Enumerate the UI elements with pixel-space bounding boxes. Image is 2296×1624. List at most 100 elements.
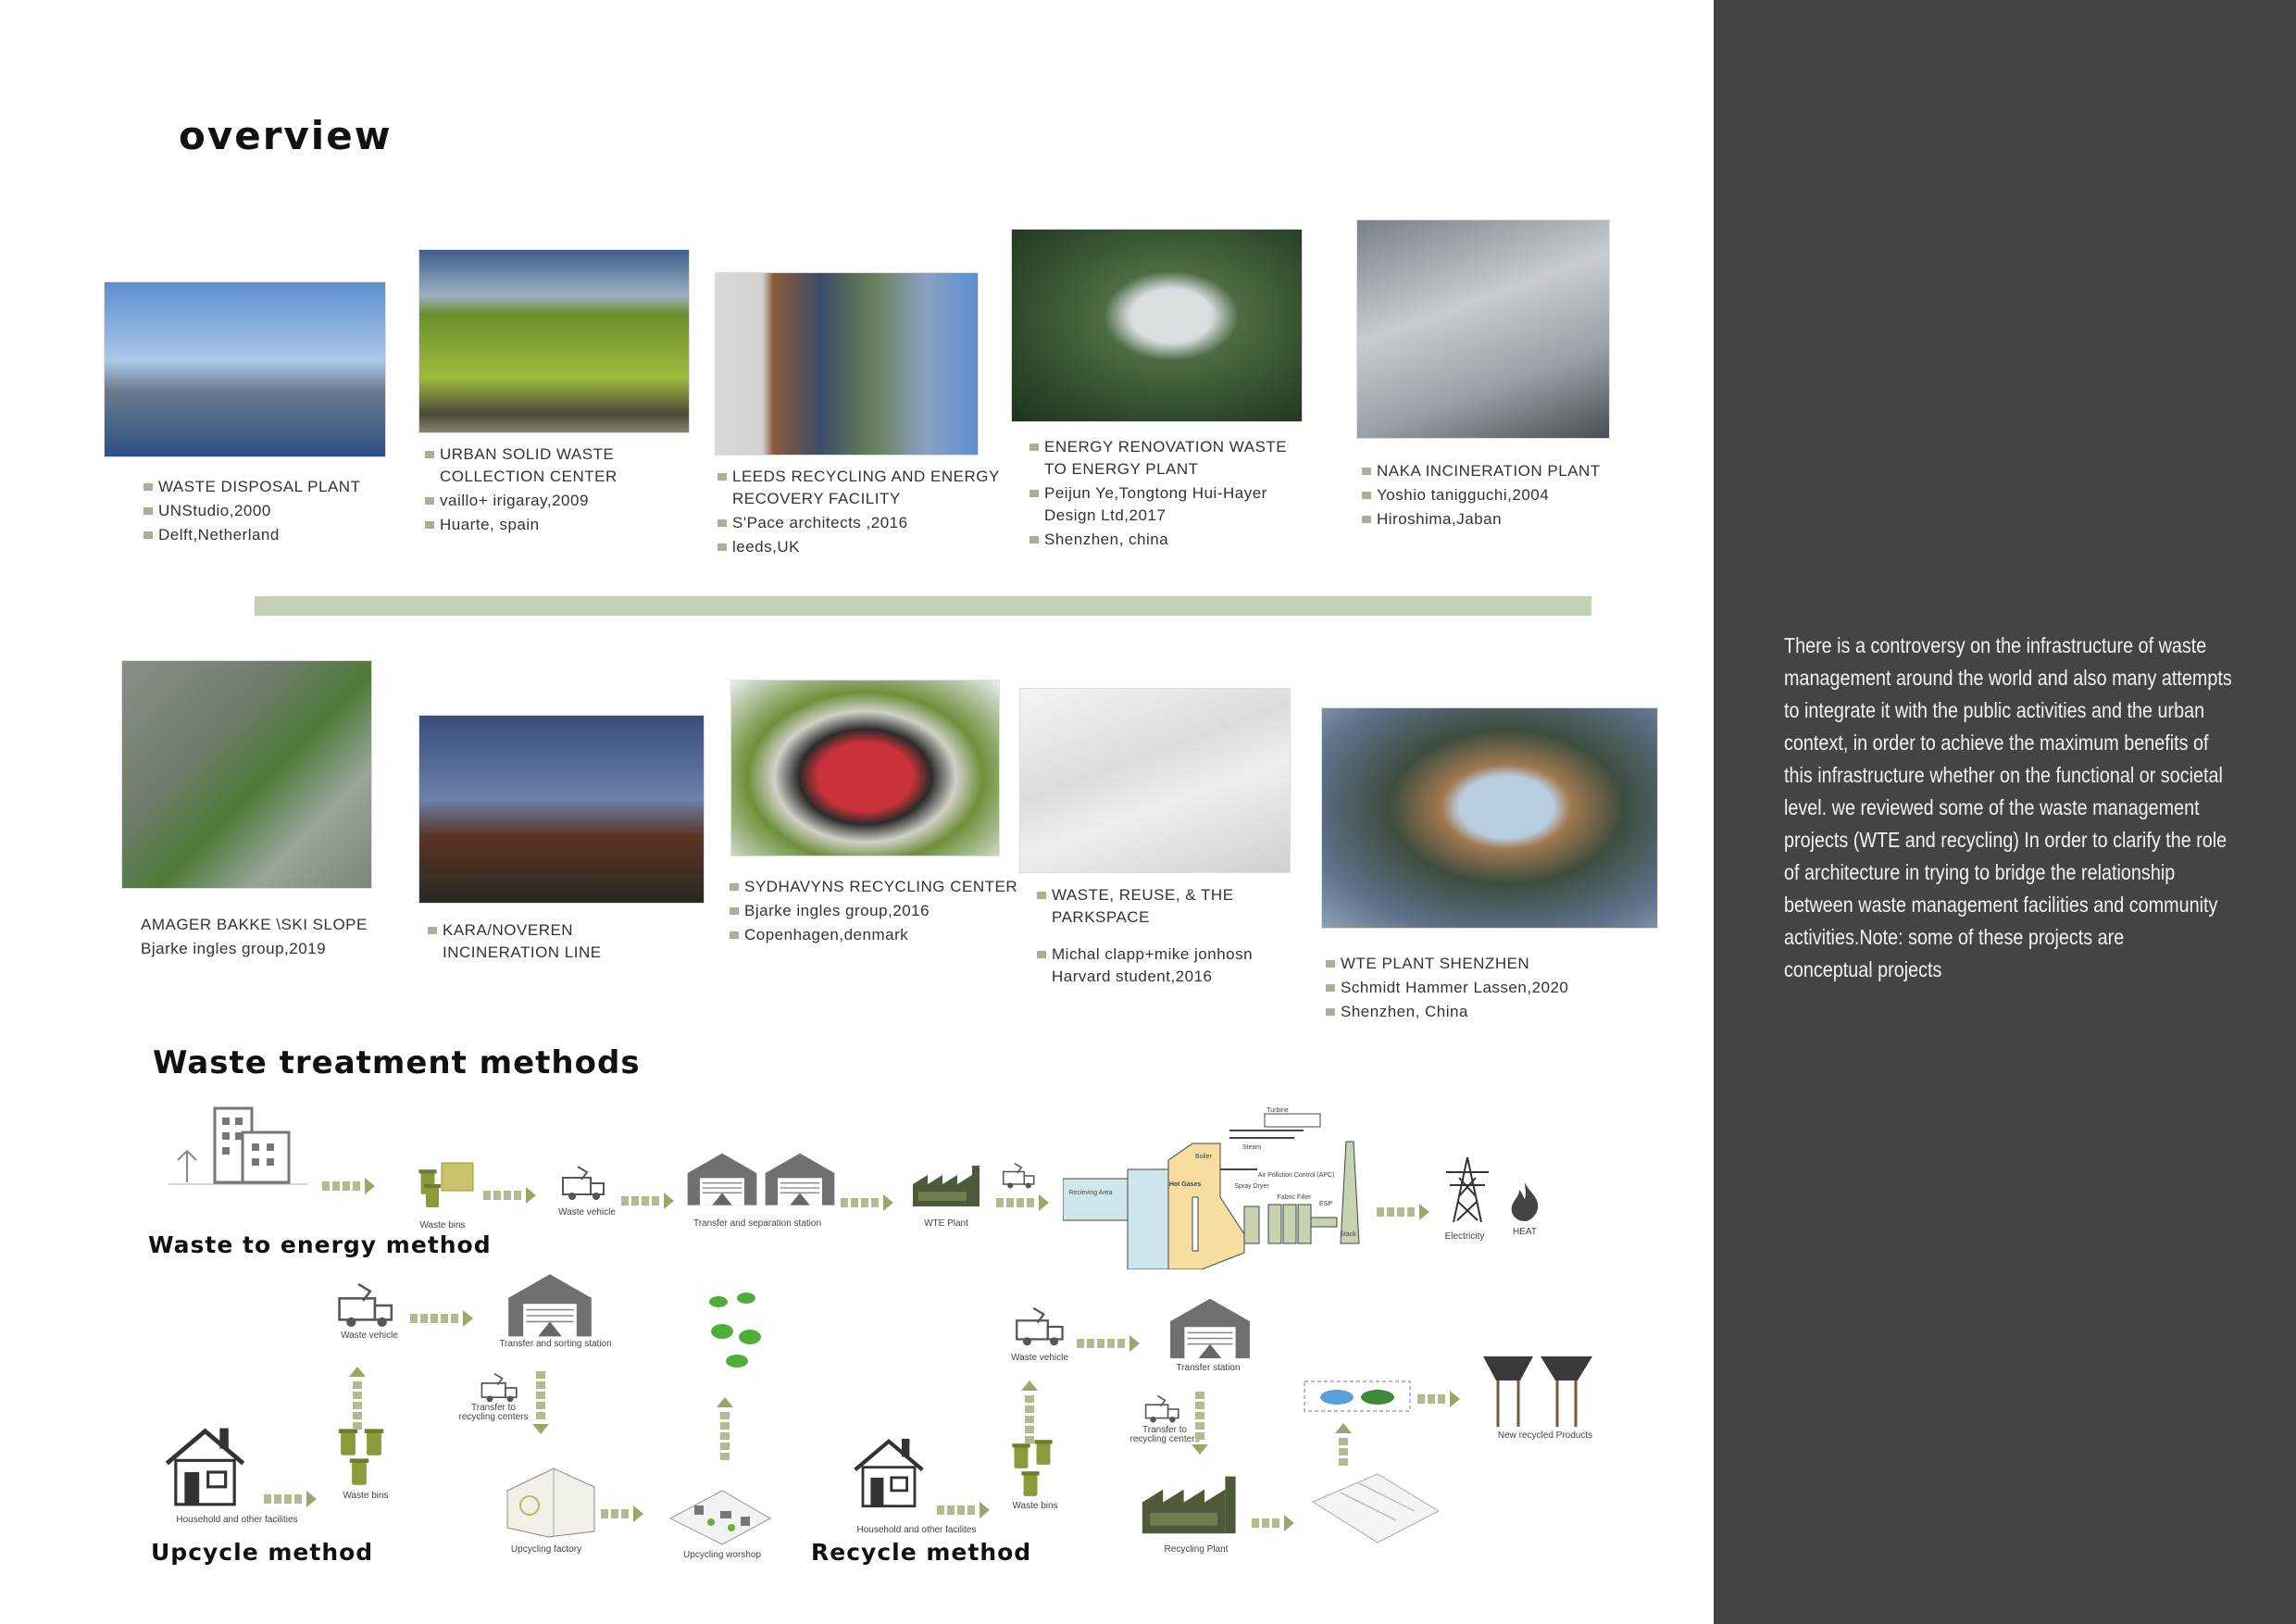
transfer-station-icon	[507, 1273, 593, 1338]
caption-text: KARA/NOVEREN INCINERATION LINE	[443, 921, 602, 961]
bullet-icon	[1037, 951, 1046, 958]
label: New recycled Products	[1497, 1430, 1593, 1441]
label: Waste vehicle	[1011, 1353, 1068, 1363]
caption-text: Delft,Netherland	[158, 526, 280, 543]
label: Household and other facilites	[856, 1525, 977, 1535]
flow-arrow	[1417, 1391, 1460, 1407]
label: Transfer to recycling centers	[1129, 1425, 1200, 1444]
waste-vehicle-icon	[562, 1166, 605, 1201]
caption-text: Michal clapp+mike jonhosn Harvard studen…	[1052, 945, 1254, 985]
label: HEAT	[1513, 1227, 1537, 1237]
caption-text: WTE PLANT SHENZHEN	[1341, 955, 1530, 972]
label: Waste bins	[419, 1220, 466, 1230]
label: Steam	[1242, 1144, 1262, 1151]
divider-bar	[255, 596, 1591, 616]
caption-text: LEEDS RECYCLING AND ENERGY RECOVERY FACI…	[732, 468, 1000, 507]
heat-flame-icon	[1511, 1182, 1539, 1221]
label: Upcycling factory	[510, 1544, 582, 1555]
photo-naka-incineration-plant	[1356, 219, 1610, 439]
caption-text: vaillo+ irigaray,2009	[440, 492, 589, 509]
bullet-icon	[425, 521, 434, 529]
flow-arrow-up	[1335, 1423, 1352, 1466]
transfer-station-icon	[1169, 1297, 1251, 1359]
caption-line: Shenzhen, China	[1326, 1001, 1568, 1023]
caption-line: Michal clapp+mike jonhosn Harvard studen…	[1037, 943, 1253, 988]
caption-line: AMAGER BAKKE \SKI SLOPE	[141, 914, 368, 936]
recycling-machinery-icon	[1311, 1473, 1441, 1543]
bullet-icon	[144, 507, 153, 515]
flow-arrow-up	[349, 1367, 366, 1430]
photo-kara-noveren	[418, 715, 705, 904]
upcycling-factory-icon	[506, 1468, 595, 1538]
label: Waste bins	[1012, 1501, 1058, 1511]
flow-arrow	[621, 1193, 674, 1209]
waste-bins-icon	[418, 1162, 474, 1207]
flow-arrow	[1377, 1204, 1429, 1220]
caption-text: leeds,UK	[732, 538, 800, 556]
label: Recycling Plant	[1164, 1544, 1229, 1555]
label: Transfer station	[1176, 1363, 1241, 1373]
caption-line: Shenzhen, china	[1029, 529, 1287, 551]
upcycled-products-icon	[709, 1293, 761, 1368]
bullet-icon	[425, 451, 434, 458]
caption-line: Hiroshima,Jaban	[1362, 508, 1601, 531]
label: Transfer and sorting station	[499, 1339, 612, 1349]
paragraph-line: management around the world and also man…	[1784, 666, 2232, 690]
caption-text: URBAN SOLID WASTE COLLECTION CENTER	[440, 445, 618, 485]
caption-text: Huarte, spain	[440, 516, 540, 533]
flow-arrow	[1252, 1515, 1294, 1531]
paragraph-line: between waste management facilities and …	[1784, 893, 2218, 917]
caption-line: ENERGY RENOVATION WASTE TO ENERGY PLANT	[1029, 436, 1287, 481]
truck-icon	[1144, 1394, 1179, 1424]
photo-wte-plant-shenzhen	[1321, 707, 1658, 929]
caption-text: Copenhagen,denmark	[744, 926, 909, 943]
caption-line: Delft,Netherland	[144, 524, 360, 546]
truck-icon	[1002, 1162, 1035, 1190]
caption-text: Shenzhen, china	[1044, 531, 1169, 548]
flow-arrow-down	[532, 1371, 549, 1434]
recycle-method-title: Recycle method	[811, 1539, 1032, 1566]
photo-waste-disposal-plant	[104, 281, 386, 457]
caption-line: Huarte, spain	[425, 514, 618, 536]
flow-arrow	[483, 1187, 536, 1204]
caption-text: S'Pace architects ,2016	[732, 514, 908, 531]
caption-line: WASTE DISPOSAL PLANT	[144, 476, 360, 498]
bullet-icon	[730, 931, 739, 939]
bullet-icon	[1037, 892, 1046, 899]
bullet-icon	[1326, 1008, 1335, 1016]
waste-bins-icon	[338, 1429, 384, 1485]
caption-line: LEEDS RECYCLING AND ENERGY RECOVERY FACI…	[718, 466, 1000, 510]
caption-text: UNStudio,2000	[158, 502, 271, 519]
bullet-icon	[428, 927, 437, 934]
caption-line: Bjarke ingles group,2016	[730, 900, 1017, 922]
label: Boiler	[1195, 1154, 1212, 1160]
caption-text: Peijun Ye,Tongtong Hui-Hayer Design Ltd,…	[1044, 484, 1267, 524]
flow-arrow	[410, 1310, 473, 1327]
label: Waste vehicle	[558, 1207, 616, 1218]
bullet-icon	[1029, 536, 1039, 543]
label: Air Pollution Control (APC)	[1257, 1172, 1335, 1179]
recycled-products-icon	[1483, 1356, 1592, 1427]
caption-line: URBAN SOLID WASTE COLLECTION CENTER	[425, 443, 618, 488]
electricity-pylon-icon	[1446, 1156, 1489, 1223]
bullet-icon	[718, 543, 727, 551]
paragraph-line: level. we reviewed some of the waste man…	[1784, 795, 2200, 819]
bullet-icon	[1362, 516, 1371, 523]
label: Household and other facilities	[176, 1515, 298, 1525]
intro-paragraph: There is a controversy on the infrastruc…	[1784, 630, 2284, 986]
bullet-icon	[1362, 492, 1371, 499]
caption-text: AMAGER BAKKE \SKI SLOPE	[141, 916, 368, 933]
label: Fabric Filter	[1277, 1194, 1312, 1201]
bullet-icon	[1029, 490, 1039, 497]
paragraph-line: context, in order to achieve the maximum…	[1784, 731, 2209, 755]
label: Spray Dryer	[1234, 1183, 1269, 1190]
label: Waste bins	[343, 1491, 389, 1501]
wte-method-title: Waste to energy method	[148, 1231, 492, 1258]
label: ESP	[1318, 1201, 1333, 1207]
flow-arrow	[322, 1178, 375, 1194]
paragraph-line: There is a controversy on the infrastruc…	[1784, 633, 2207, 657]
caption-text: Hiroshima,Jaban	[1377, 510, 1503, 528]
bullet-icon	[144, 531, 153, 539]
bullet-icon	[1326, 984, 1335, 992]
